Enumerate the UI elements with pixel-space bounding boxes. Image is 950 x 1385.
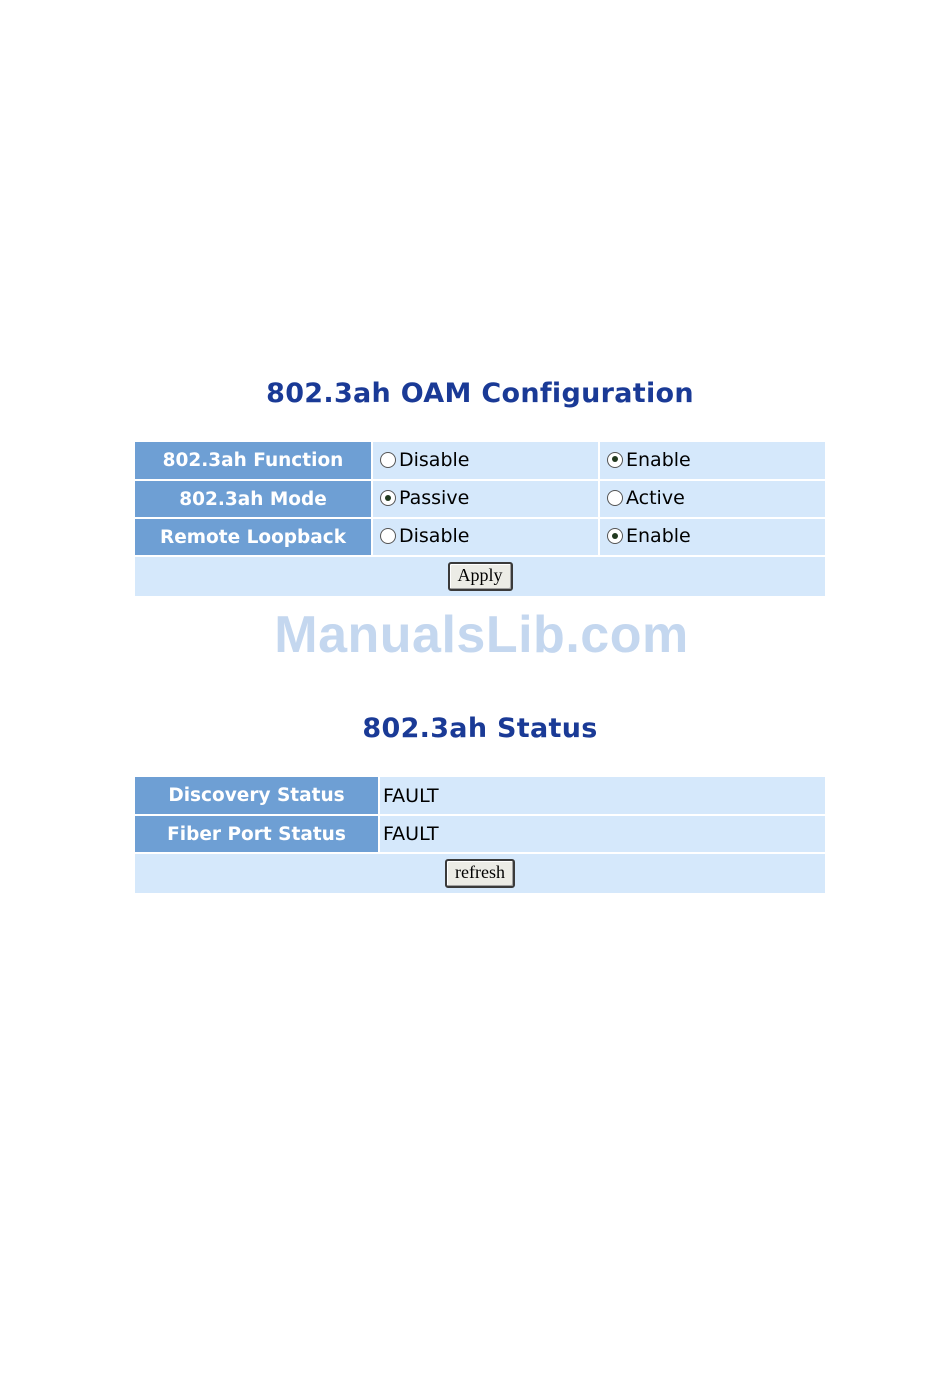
function-row: 802.3ah Function Disable Enable	[135, 442, 825, 480]
radio-unchecked-icon	[380, 528, 396, 544]
refresh-button[interactable]: refresh	[445, 859, 515, 888]
function-enable-cell: Enable	[599, 442, 825, 480]
discovery-status-label: Discovery Status	[135, 777, 379, 815]
function-disable-cell: Disable	[372, 442, 599, 480]
radio-unchecked-icon	[380, 452, 396, 468]
loopback-disable-label: Disable	[399, 525, 469, 547]
mode-active-cell: Active	[599, 480, 825, 518]
oam-config-table: 802.3ah Function Disable Enable 802.3ah …	[135, 442, 825, 596]
radio-checked-icon	[380, 490, 396, 506]
apply-row: Apply	[135, 556, 825, 596]
fiber-port-status-value: FAULT	[379, 815, 825, 853]
fiber-port-status-row: Fiber Port Status FAULT	[135, 815, 825, 853]
mode-label: 802.3ah Mode	[135, 480, 372, 518]
radio-checked-icon	[607, 452, 623, 468]
apply-button[interactable]: Apply	[448, 562, 513, 591]
function-disable-label: Disable	[399, 449, 469, 471]
radio-checked-icon	[607, 528, 623, 544]
refresh-row: refresh	[135, 853, 825, 893]
function-label: 802.3ah Function	[135, 442, 372, 480]
mode-passive-cell: Passive	[372, 480, 599, 518]
discovery-status-value: FAULT	[379, 777, 825, 815]
config-page-title: 802.3ah OAM Configuration	[0, 378, 950, 409]
loopback-disable-cell: Disable	[372, 518, 599, 556]
refresh-cell: refresh	[135, 853, 825, 893]
mode-passive-label: Passive	[399, 487, 469, 509]
radio-unchecked-icon	[607, 490, 623, 506]
loopback-row: Remote Loopback Disable Enable	[135, 518, 825, 556]
loopback-disable-radio[interactable]: Disable	[380, 525, 469, 547]
mode-active-label: Active	[626, 487, 685, 509]
loopback-enable-radio[interactable]: Enable	[607, 525, 691, 547]
watermark: ManualsLib.com	[0, 605, 950, 665]
fiber-port-status-label: Fiber Port Status	[135, 815, 379, 853]
loopback-label: Remote Loopback	[135, 518, 372, 556]
mode-row: 802.3ah Mode Passive Active	[135, 480, 825, 518]
function-enable-label: Enable	[626, 449, 691, 471]
function-disable-radio[interactable]: Disable	[380, 449, 469, 471]
apply-cell: Apply	[135, 556, 825, 596]
mode-active-radio[interactable]: Active	[607, 487, 685, 509]
oam-status-table: Discovery Status FAULT Fiber Port Status…	[135, 777, 825, 893]
loopback-enable-cell: Enable	[599, 518, 825, 556]
status-page-title: 802.3ah Status	[0, 713, 950, 744]
discovery-status-row: Discovery Status FAULT	[135, 777, 825, 815]
mode-passive-radio[interactable]: Passive	[380, 487, 469, 509]
loopback-enable-label: Enable	[626, 525, 691, 547]
function-enable-radio[interactable]: Enable	[607, 449, 691, 471]
